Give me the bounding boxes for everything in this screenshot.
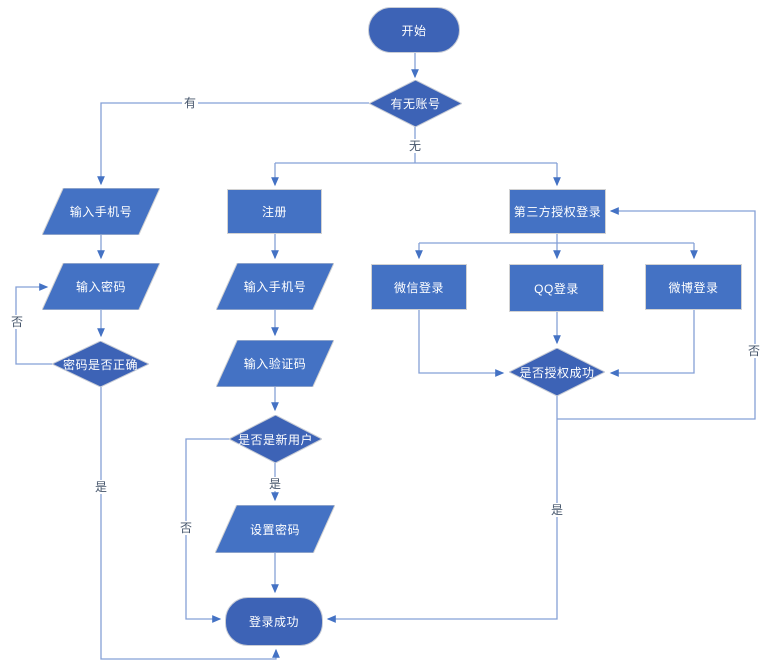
node-auth-success[interactable]: 是否授权成功 xyxy=(509,348,605,396)
node-weibo-login[interactable]: 微博登录 xyxy=(645,264,742,310)
edge-label-auth-no: 否 xyxy=(745,344,763,358)
parallelogram-shape xyxy=(42,188,160,235)
node-register-label: 注册 xyxy=(261,205,287,219)
node-qq-login[interactable]: QQ登录 xyxy=(509,264,604,312)
node-enter-password[interactable]: 输入密码 xyxy=(42,263,160,310)
edge-label-account-yes: 有 xyxy=(181,96,199,110)
node-start[interactable]: 开始 xyxy=(368,7,460,53)
node-register[interactable]: 注册 xyxy=(227,189,322,234)
diamond-shape xyxy=(229,415,322,463)
edge-wechat-auth xyxy=(418,310,505,377)
node-enter-phone-left-label: 输入手机号 xyxy=(69,205,133,219)
node-third-party[interactable]: 第三方授权登录 xyxy=(509,189,606,234)
node-enter-phone-left[interactable]: 输入手机号 xyxy=(42,188,160,235)
parallelogram-shape xyxy=(216,263,334,310)
node-set-password-label: 设置密码 xyxy=(249,522,300,537)
node-enter-password-label: 输入密码 xyxy=(75,280,126,294)
node-has-account[interactable]: 有无账号 xyxy=(369,80,462,127)
node-third-party-label: 第三方授权登录 xyxy=(513,205,602,219)
node-enter-code-label: 输入验证码 xyxy=(243,357,307,371)
node-enter-phone-mid[interactable]: 输入手机号 xyxy=(216,263,334,310)
edge-auth-yes xyxy=(326,396,558,623)
node-wechat-login-label: 微信登录 xyxy=(393,280,444,295)
node-login-success-label: 登录成功 xyxy=(248,615,299,629)
edge-label-password-no: 否 xyxy=(8,315,26,329)
node-auth-success-label: 是否授权成功 xyxy=(519,365,595,380)
edge-hasaccount-yes xyxy=(97,102,369,186)
diamond-shape xyxy=(509,348,605,396)
diamond-shape xyxy=(52,341,149,387)
edge-weibo-auth xyxy=(609,310,695,377)
node-qq-login-label: QQ登录 xyxy=(534,281,579,296)
edge-passwordcheck-yes xyxy=(100,387,280,660)
node-start-label: 开始 xyxy=(401,23,427,38)
node-weibo-login-label: 微博登录 xyxy=(668,280,719,295)
node-enter-phone-mid-label: 输入手机号 xyxy=(243,280,307,294)
edge-auth-no xyxy=(557,207,756,420)
parallelogram-shape xyxy=(42,263,160,310)
node-password-correct[interactable]: 密码是否正确 xyxy=(52,341,149,387)
node-password-correct-label: 密码是否正确 xyxy=(62,357,138,372)
edge-label-newuser-yes: 是 xyxy=(266,477,284,491)
node-is-new-user-label: 是否是新用户 xyxy=(237,432,313,447)
diamond-shape xyxy=(369,80,462,127)
edge-label-account-no: 无 xyxy=(406,139,424,153)
node-set-password[interactable]: 设置密码 xyxy=(215,505,335,553)
parallelogram-shape xyxy=(215,505,335,553)
node-wechat-login[interactable]: 微信登录 xyxy=(371,264,467,310)
node-enter-code[interactable]: 输入验证码 xyxy=(216,340,334,387)
parallelogram-shape xyxy=(216,340,334,387)
node-login-success[interactable]: 登录成功 xyxy=(225,597,323,646)
edge-label-auth-yes: 是 xyxy=(548,503,566,517)
node-has-account-label: 有无账号 xyxy=(390,97,441,111)
node-is-new-user[interactable]: 是否是新用户 xyxy=(229,415,322,463)
edge-label-newuser-no: 否 xyxy=(177,521,195,535)
edge-label-password-yes: 是 xyxy=(92,480,110,494)
